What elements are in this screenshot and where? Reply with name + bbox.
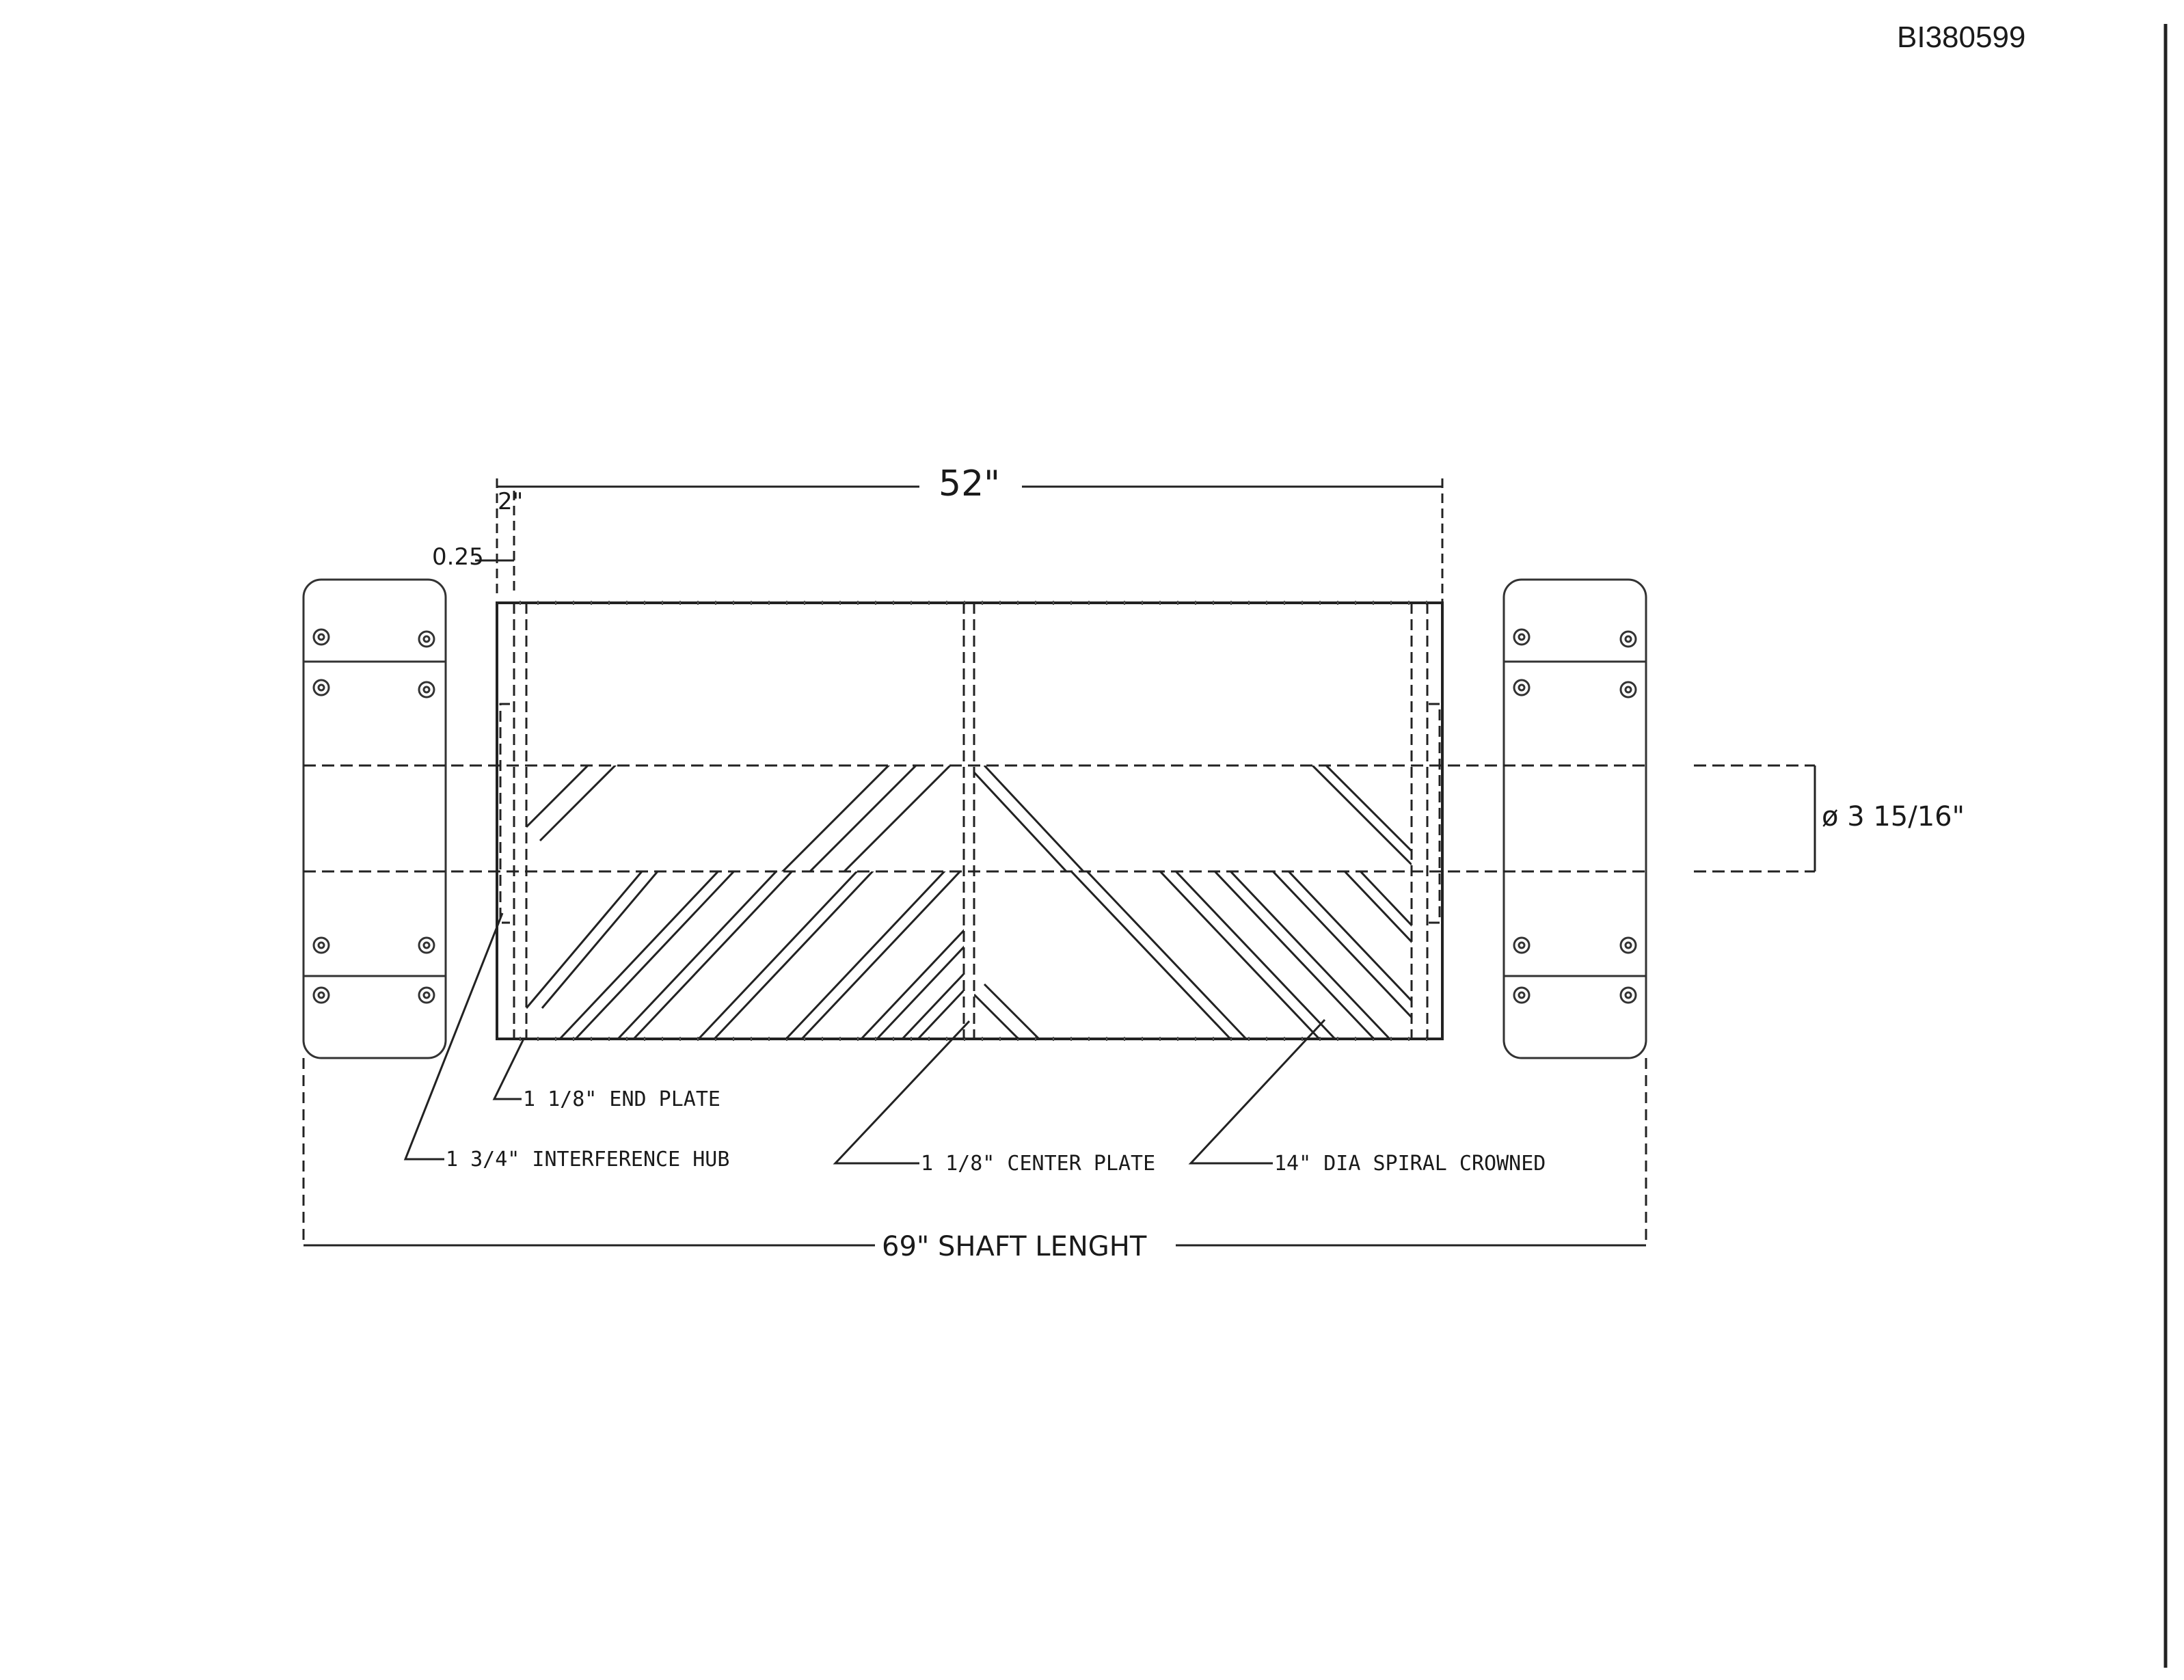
pulley-body [496, 601, 1444, 1041]
dimension-shaft-diameter [1694, 764, 1816, 873]
dimension-52 [475, 478, 1444, 601]
label-interference-hub: 1 3/4" INTERFERENCE HUB [446, 1148, 729, 1171]
document-id: BI380599 [1897, 21, 2026, 54]
leader-lines [403, 912, 1326, 1165]
dimension-shaft-length [302, 1058, 1647, 1247]
left-bearing-housing [302, 578, 447, 1059]
label-spiral-crowned: 14" DIA SPIRAL CROWNED [1274, 1152, 1546, 1176]
label-end-plate: 1 1/8" END PLATE [523, 1087, 720, 1111]
plate-lines [499, 603, 1441, 1039]
dim-shaft-diameter: ø 3 15/16" [1822, 801, 1965, 832]
right-bearing-housing [1502, 578, 1647, 1059]
spiral-hatch-left-top [526, 766, 952, 871]
spiral-hatch-right-top [974, 766, 1412, 871]
dim-shaft-length: 69" SHAFT LENGHT [882, 1231, 1147, 1262]
dim-overall-width: 52" [939, 463, 1000, 504]
dim-small-offset: 0.25 [432, 543, 484, 571]
label-center-plate: 1 1/8" CENTER PLATE [921, 1152, 1155, 1176]
shaft-dashed-lines [304, 764, 1647, 873]
spiral-hatch-right-bottom [974, 871, 1412, 1039]
bolt-icon [312, 628, 435, 1004]
bolt-icon [1513, 628, 1637, 1004]
spiral-hatch-left-bottom [526, 871, 964, 1039]
dim-end-offset: 2" [498, 488, 523, 515]
